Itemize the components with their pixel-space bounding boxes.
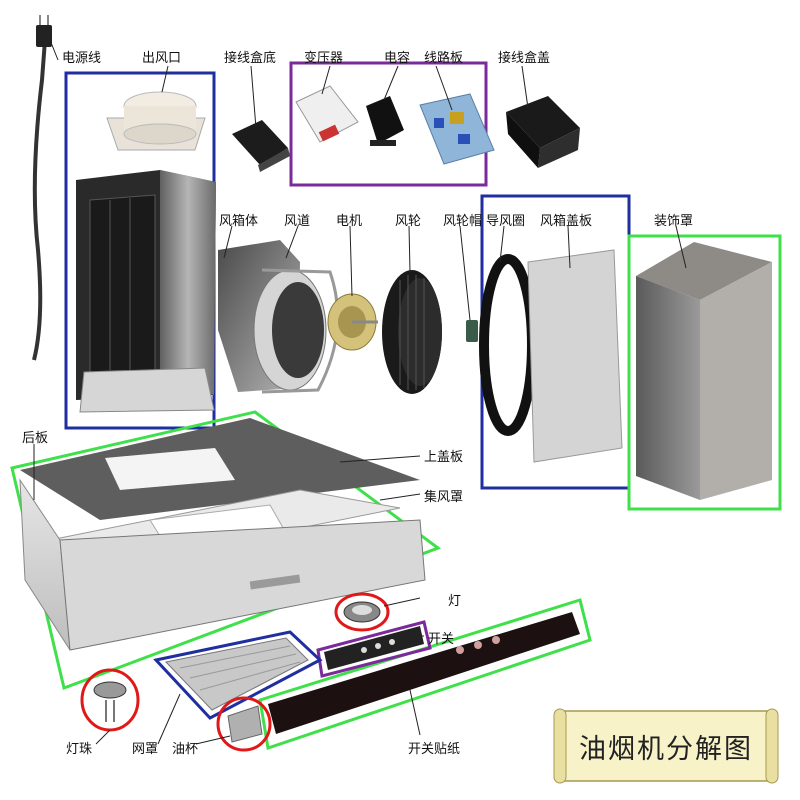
label-motor: 电机 [336, 214, 363, 229]
switch-sticker-part [268, 612, 580, 734]
label-lamp-bead: 灯珠 [66, 742, 93, 757]
label-top-cover: 上盖板 [424, 450, 464, 465]
label-impeller-cap: 风轮帽 [443, 214, 483, 229]
label-air-outlet: 出风口 [142, 51, 182, 66]
label-mesh-cover: 网罩 [132, 742, 159, 757]
junction-box-base-part [232, 120, 290, 172]
lamp-bead-part [93, 681, 127, 722]
purple-frame-switch [316, 620, 432, 678]
capacitor-part [366, 96, 404, 146]
label-fan-box-cover: 风箱盖板 [540, 214, 593, 229]
label-back-panel: 后板 [22, 431, 49, 446]
decorative-cover-part [636, 242, 772, 500]
transformer-part [295, 85, 359, 143]
impeller-part [382, 270, 442, 394]
switch-part [324, 626, 424, 670]
label-lamp: 灯 [448, 594, 462, 609]
label-collector-hood: 集风罩 [424, 490, 464, 505]
diagram-title: 油烟机分解图 [579, 734, 753, 765]
label-switch-sticker: 开关贴纸 [408, 742, 461, 757]
purple-frame-electronics [289, 61, 488, 187]
green-frame-decorative [627, 234, 782, 511]
fan-box-cover-part [527, 249, 623, 463]
blue-frame-mesh [153, 630, 323, 720]
impeller-cap-part [466, 320, 478, 342]
label-power-cord: 电源线 [62, 51, 102, 66]
label-decorative-cover: 装饰罩 [654, 214, 694, 229]
junction-box-cover-part [506, 96, 580, 168]
air-duct-part [218, 240, 340, 394]
oil-cup-part [227, 705, 263, 743]
label-switch: 开关 [428, 632, 455, 647]
label-transformer: 变压器 [304, 51, 344, 66]
motor-part [327, 293, 378, 351]
green-frame-panel [258, 598, 592, 750]
guide-ring-part [479, 254, 537, 436]
label-impeller: 风轮 [395, 214, 422, 229]
mesh-cover-part [165, 637, 309, 711]
label-junction-box-cover: 接线盒盖 [498, 51, 551, 66]
red-circle-oil-cup [216, 696, 272, 752]
label-air-duct: 风道 [284, 214, 311, 229]
leader-lines [33, 39, 687, 745]
lamp-part [343, 601, 381, 623]
label-junction-box-base: 接线盒底 [224, 51, 277, 66]
title-scroll: 油烟机分解图 [552, 705, 780, 787]
green-frame-hood [10, 410, 442, 691]
scroll-shape [553, 708, 779, 784]
label-capacitor: 电容 [384, 51, 411, 66]
power-cord-part [32, 15, 52, 361]
label-circuit-board: 线路板 [424, 51, 464, 66]
red-circle-lamp-bead [80, 668, 140, 732]
fan-box-body-part [76, 170, 216, 413]
hood-assembly-part [19, 418, 426, 651]
label-guide-ring: 导风圈 [486, 214, 526, 229]
circuit-board-part [419, 93, 495, 165]
air-outlet-part [106, 91, 206, 151]
label-oil-cup: 油杯 [172, 742, 199, 757]
label-fan-box-body: 风箱体 [219, 214, 259, 229]
red-circle-lamp [334, 592, 390, 632]
